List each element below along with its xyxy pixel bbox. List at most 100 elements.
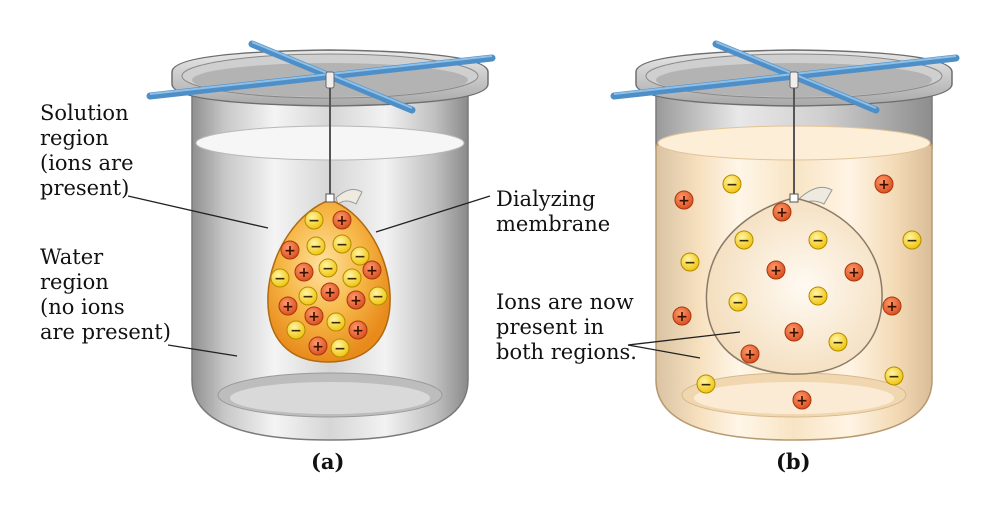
negative-ion-b-18: − (696, 374, 716, 394)
svg-text:+: + (312, 339, 324, 355)
negative-ion-b-19: − (884, 366, 904, 386)
positive-ion-a-2: + (332, 210, 352, 230)
positive-ion-a-20: + (348, 320, 368, 340)
positive-ion-a-3: + (280, 240, 300, 260)
svg-text:+: + (282, 299, 294, 315)
positive-ion-a-15: + (346, 290, 366, 310)
svg-text:−: − (322, 261, 334, 277)
svg-text:+: + (848, 265, 860, 281)
positive-ion-b-17: + (740, 344, 760, 364)
negative-ion-a-19: − (326, 312, 346, 332)
positive-ion-b-10: + (844, 262, 864, 282)
svg-text:−: − (274, 271, 286, 287)
negative-ion-b-7: − (680, 252, 700, 272)
negative-ion-a-4: − (306, 236, 326, 256)
svg-text:−: − (330, 315, 342, 331)
svg-text:−: − (812, 233, 824, 249)
label-solution-region: Solution region (ions are present) (40, 101, 134, 200)
negative-ion-b-5: − (808, 230, 828, 250)
negative-ion-a-16: − (368, 286, 388, 306)
positive-ion-a-14: + (320, 282, 340, 302)
svg-text:−: − (302, 289, 314, 305)
negative-ion-b-12: − (808, 286, 828, 306)
svg-text:−: − (310, 239, 322, 255)
leader-water-region (167, 344, 238, 357)
svg-text:+: + (366, 263, 378, 279)
negative-ion-a-6: − (350, 246, 370, 266)
label-ions-both-regions: Ions are now present in both regions. (496, 290, 637, 364)
hanger-clip-a (325, 71, 335, 89)
svg-text:−: − (372, 289, 384, 305)
negative-ion-b-8: − (902, 230, 922, 250)
positive-ion-b-2: + (874, 174, 894, 194)
svg-text:+: + (336, 213, 348, 229)
svg-text:−: − (738, 233, 750, 249)
beaker-a: −++−−−−+−−++−++−−+−++− (146, 40, 496, 441)
positive-ion-a-11: + (362, 260, 382, 280)
negative-ion-a-22: − (330, 338, 350, 358)
positive-ion-a-8: + (294, 262, 314, 282)
svg-text:+: + (678, 193, 690, 209)
negative-ion-a-10: − (342, 268, 362, 288)
svg-text:−: − (308, 213, 320, 229)
svg-text:+: + (770, 263, 782, 279)
positive-ion-b-6: + (772, 202, 792, 222)
beaker-b: − + + − − + − − + + − − + + + − + − − + (610, 40, 960, 441)
svg-text:+: + (284, 243, 296, 259)
caption-a: (a) (311, 449, 345, 474)
leader-lines (127, 195, 741, 359)
caption-b: (b) (776, 449, 811, 474)
ions-in-beaker-b: − + + − − + − − + + − − + + + − + − − + (672, 174, 922, 410)
leader-both-regions-1 (627, 331, 741, 346)
svg-text:+: + (796, 393, 808, 409)
svg-text:+: + (324, 285, 336, 301)
svg-text:−: − (888, 369, 900, 385)
leader-both-regions-2 (627, 344, 701, 359)
ions-in-bag-a: −++−−−−+−−++−++−−+−++− (270, 210, 388, 358)
svg-text:+: + (308, 309, 320, 325)
svg-text:−: − (732, 295, 744, 311)
negative-ion-a-9: − (318, 258, 338, 278)
positive-ion-b-9: + (766, 260, 786, 280)
negative-ion-b-1: − (722, 174, 742, 194)
svg-text:+: + (352, 323, 364, 339)
label-dialyzing-membrane: Dialyzing membrane (496, 187, 611, 236)
negative-ion-a-17: − (286, 320, 306, 340)
stir-rod-b-1 (610, 54, 960, 100)
svg-text:+: + (878, 177, 890, 193)
negative-ion-a-7: − (270, 268, 290, 288)
leader-dialyzing-membrane (375, 195, 491, 233)
svg-text:+: + (776, 205, 788, 221)
positive-ion-b-13: + (882, 296, 902, 316)
positive-ion-b-15: + (784, 322, 804, 342)
svg-text:−: − (290, 323, 302, 339)
svg-text:−: − (334, 341, 346, 357)
svg-text:−: − (832, 335, 844, 351)
svg-text:−: − (684, 255, 696, 271)
svg-text:−: − (346, 271, 358, 287)
svg-text:−: − (906, 233, 918, 249)
negative-ion-b-4: − (734, 230, 754, 250)
label-water-region: Water region (no ions are present) (40, 245, 171, 344)
positive-ion-b-20: + (792, 390, 812, 410)
svg-text:+: + (744, 347, 756, 363)
negative-ion-b-16: − (828, 332, 848, 352)
svg-text:+: + (350, 293, 362, 309)
positive-ion-b-3: + (674, 190, 694, 210)
svg-text:+: + (298, 265, 310, 281)
leader-solution-region (127, 195, 269, 229)
svg-text:+: + (788, 325, 800, 341)
svg-text:−: − (812, 289, 824, 305)
svg-text:−: − (726, 177, 738, 193)
svg-text:−: − (700, 377, 712, 393)
positive-ion-b-14: + (672, 306, 692, 326)
hanger-clip-b (789, 71, 799, 89)
svg-text:−: − (336, 237, 348, 253)
positive-ion-a-12: + (278, 296, 298, 316)
negative-ion-a-1: − (304, 210, 324, 230)
negative-ion-a-13: − (298, 286, 318, 306)
svg-text:+: + (886, 299, 898, 315)
stir-rod-a-1 (146, 54, 496, 100)
